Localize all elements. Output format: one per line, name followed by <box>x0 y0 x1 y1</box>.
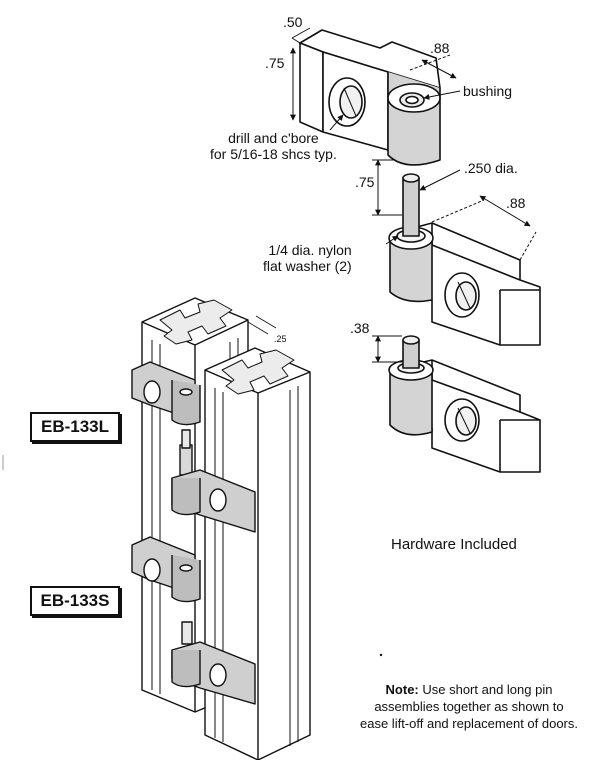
washer-callout: 1/4 dia. nylon flat washer (2) <box>263 242 352 274</box>
part-label-eb-133l: EB-133L <box>30 412 120 442</box>
part-label-eb-133s: EB-133S <box>30 586 120 616</box>
assembly-note: Note: Use short and long pin assemblies … <box>360 681 578 732</box>
dim-profile-offset: .25 <box>274 334 287 344</box>
dim-top-width: .50 <box>283 14 303 30</box>
part-label-eb-133l-text: EB-133L <box>40 417 110 436</box>
bottom-hinge-leaf <box>388 335 541 473</box>
dim-top-height: .75 <box>265 55 285 71</box>
stray-dot <box>379 653 383 657</box>
dim-top-length: .88 <box>430 40 450 56</box>
drill-callout: drill and c'bore for 5/16-18 shcs typ. <box>210 130 337 162</box>
hardware-included-label: Hardware Included <box>391 536 517 553</box>
top-hinge-dimensions <box>290 27 461 131</box>
drill-callout-line2: for 5/16-18 shcs typ. <box>210 146 337 162</box>
note-text: Use short and long pin assemblies togeth… <box>360 682 578 731</box>
bushing-callout: bushing <box>463 83 513 99</box>
hinge-pin-long <box>402 177 420 237</box>
washer-callout-line2: flat washer (2) <box>263 258 352 274</box>
dim-bottom-pin: .38 <box>350 320 370 336</box>
washer-callout-line1: 1/4 dia. nylon <box>268 242 352 258</box>
note-label: Note: <box>385 682 419 697</box>
dim-mid-height: .75 <box>355 174 375 190</box>
middle-hinge-leaf <box>388 173 541 346</box>
part-label-eb-133s-text: EB-133S <box>40 591 110 610</box>
top-hinge-leaf <box>299 29 441 166</box>
middle-hinge-dimensions <box>372 159 537 261</box>
dim-mid-length: .88 <box>506 195 526 211</box>
dim-pin-dia: .250 dia. <box>464 160 518 176</box>
bottom-hinge-dimensions <box>372 335 402 363</box>
assembly-hinges <box>131 361 256 705</box>
drill-callout-line1: drill and c'bore <box>228 130 319 146</box>
